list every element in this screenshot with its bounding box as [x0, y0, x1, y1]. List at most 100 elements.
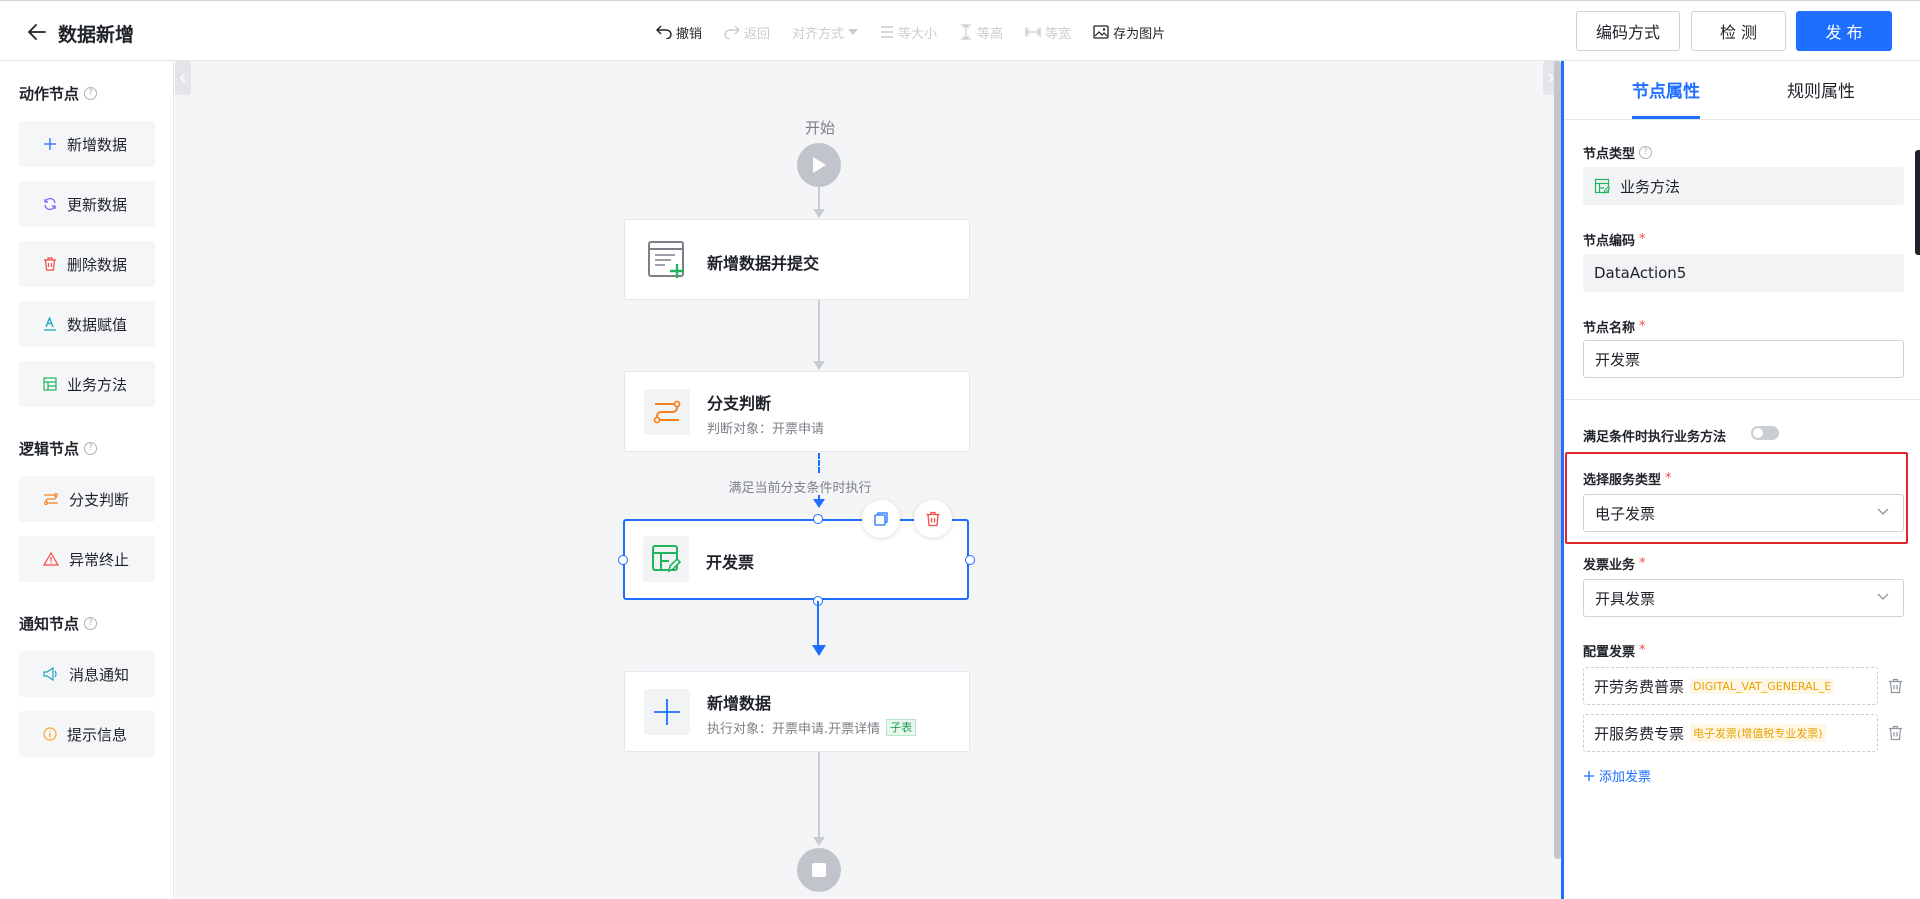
edge-drawer-handle[interactable]	[1915, 150, 1920, 255]
node-title: 开发票	[706, 553, 755, 572]
node-title: 分支判断	[707, 394, 772, 413]
palette-item-tip-info[interactable]: 提示信息	[19, 711, 155, 757]
save-image-button[interactable]: 存为图片	[1093, 23, 1165, 42]
invoice-name: 开劳务费普票	[1594, 677, 1685, 696]
label-text: 发票业务	[1583, 558, 1636, 573]
save-image-label: 存为图片	[1113, 26, 1166, 42]
flow-node-issue-invoice[interactable]: 开发票	[623, 519, 969, 600]
branch-connector-dashed	[818, 453, 820, 473]
refresh-icon	[44, 197, 56, 211]
same-height-label: 等高	[977, 26, 1004, 42]
invoice-business-value: 开具发票	[1595, 589, 1656, 608]
delete-node-button[interactable]	[914, 500, 952, 538]
tab-node-properties[interactable]: 节点属性	[1632, 82, 1700, 102]
palette-item-label: 分支判断	[69, 490, 130, 509]
table-icon	[1594, 178, 1610, 194]
palette-item-business-method[interactable]: 业务方法	[19, 361, 155, 407]
canvas-scrollbar[interactable]	[1554, 61, 1561, 859]
same-height-button[interactable]: 等高	[959, 23, 1003, 42]
align-label: 对齐方式	[792, 26, 845, 42]
condition-toggle-switch[interactable]	[1751, 426, 1779, 440]
connection-handle-left[interactable]	[618, 555, 628, 565]
plus-icon	[44, 138, 56, 150]
help-icon[interactable]: ?	[84, 617, 98, 630]
label-text: 节点名称	[1583, 321, 1636, 336]
flow-canvas[interactable]: 开始 新增数据并提交 分支判断 判断对象：开票申请 满足当前分支条件时执行 开发…	[175, 61, 1561, 899]
flow-node-add-data[interactable]: 新增数据 执行对象：开票申请.开票详情 子表	[624, 671, 970, 752]
assign-icon	[44, 317, 56, 331]
branch-condition-label: 满足当前分支条件时执行	[728, 481, 872, 496]
connector-arrow	[813, 837, 825, 846]
tab-rule-properties[interactable]: 规则属性	[1787, 82, 1855, 102]
copy-node-button[interactable]	[862, 500, 900, 538]
node-subtitle: 判断对象：开票申请	[707, 418, 824, 437]
undo-button[interactable]: 撤销	[656, 23, 702, 42]
caret-down-icon	[848, 29, 859, 35]
help-icon[interactable]: ?	[1639, 146, 1653, 159]
connection-handle-top[interactable]	[813, 514, 823, 524]
branch-icon	[644, 389, 690, 435]
invoice-config-item[interactable]: 开劳务费普票 DIGITAL_VAT_GENERAL_E	[1583, 667, 1878, 705]
label-text: 节点编码	[1583, 234, 1636, 249]
palette-item-update-data[interactable]: 更新数据	[19, 181, 155, 227]
connector-line	[818, 752, 820, 838]
connection-handle-right[interactable]	[965, 555, 975, 565]
invoice-name: 开服务费专票	[1594, 724, 1685, 743]
add-invoice-link[interactable]: 添加发票	[1583, 766, 1651, 785]
chevron-down-icon	[1877, 593, 1889, 600]
help-icon[interactable]: ?	[84, 442, 98, 455]
node-code-label: 节点编码*	[1583, 232, 1646, 249]
palette-item-add-data[interactable]: 新增数据	[19, 121, 155, 167]
chevron-down-icon	[1877, 508, 1889, 515]
palette-item-data-assign[interactable]: 数据赋值	[19, 301, 155, 347]
node-type-value: 业务方法	[1620, 177, 1681, 196]
palette-item-delete-data[interactable]: 删除数据	[19, 241, 155, 287]
branch-connector-dashed	[818, 495, 820, 501]
table-edit-icon	[643, 536, 689, 582]
stop-icon	[812, 863, 826, 877]
redo-button[interactable]: 返回	[724, 23, 770, 42]
service-type-select[interactable]: 电子发票	[1583, 494, 1904, 532]
end-node[interactable]	[797, 848, 841, 892]
delete-invoice-trash-icon[interactable]	[1886, 724, 1904, 742]
encoding-mode-button[interactable]: 编码方式	[1576, 11, 1680, 51]
connector-arrow	[812, 645, 826, 656]
flow-node-add-and-submit[interactable]: 新增数据并提交	[624, 219, 970, 300]
node-code-field: DataAction5	[1583, 254, 1904, 292]
help-icon[interactable]: ?	[84, 87, 98, 100]
check-button[interactable]: 检 测	[1691, 11, 1786, 51]
same-width-icon	[1025, 27, 1041, 37]
align-dropdown[interactable]: 对齐方式	[792, 23, 859, 42]
invoice-config-item[interactable]: 开服务费专票 电子发票(增值税专业发票)	[1583, 714, 1878, 752]
play-icon	[813, 157, 826, 173]
collapse-left-panel-button[interactable]	[175, 61, 191, 95]
start-node[interactable]	[797, 143, 841, 187]
section-title-text: 动作节点	[19, 85, 80, 103]
image-icon	[1093, 25, 1109, 39]
palette-item-abnormal-termination[interactable]: 异常终止	[19, 536, 155, 582]
palette-item-branch[interactable]: 分支判断	[19, 476, 155, 522]
node-name-label: 节点名称*	[1583, 319, 1646, 336]
trash-icon	[926, 511, 940, 527]
connector-arrow	[813, 209, 825, 218]
palette-item-label: 提示信息	[67, 725, 128, 744]
redo-label: 返回	[744, 26, 771, 42]
back-arrow-icon[interactable]	[24, 19, 50, 45]
node-name-input[interactable]: 开发票	[1583, 340, 1904, 378]
delete-invoice-trash-icon[interactable]	[1886, 677, 1904, 695]
connector-line	[817, 601, 819, 647]
section-title-text: 通知节点	[19, 615, 80, 633]
invoice-business-select[interactable]: 开具发票	[1583, 579, 1904, 617]
connector-arrow	[813, 499, 825, 508]
node-subtitle: 执行对象：开票申请.开票详情 子表	[707, 718, 917, 737]
palette-item-label: 异常终止	[69, 550, 130, 569]
same-height-icon	[961, 24, 972, 40]
publish-button[interactable]: 发 布	[1796, 11, 1892, 51]
same-size-button[interactable]: 等大小	[880, 23, 937, 42]
table-icon	[43, 377, 57, 391]
same-width-button[interactable]: 等宽	[1025, 23, 1071, 42]
flow-node-branch[interactable]: 分支判断 判断对象：开票申请	[624, 371, 970, 452]
node-title: 新增数据并提交	[707, 254, 820, 273]
palette-item-message-notify[interactable]: 消息通知	[19, 651, 155, 697]
section-divider	[1564, 399, 1920, 400]
